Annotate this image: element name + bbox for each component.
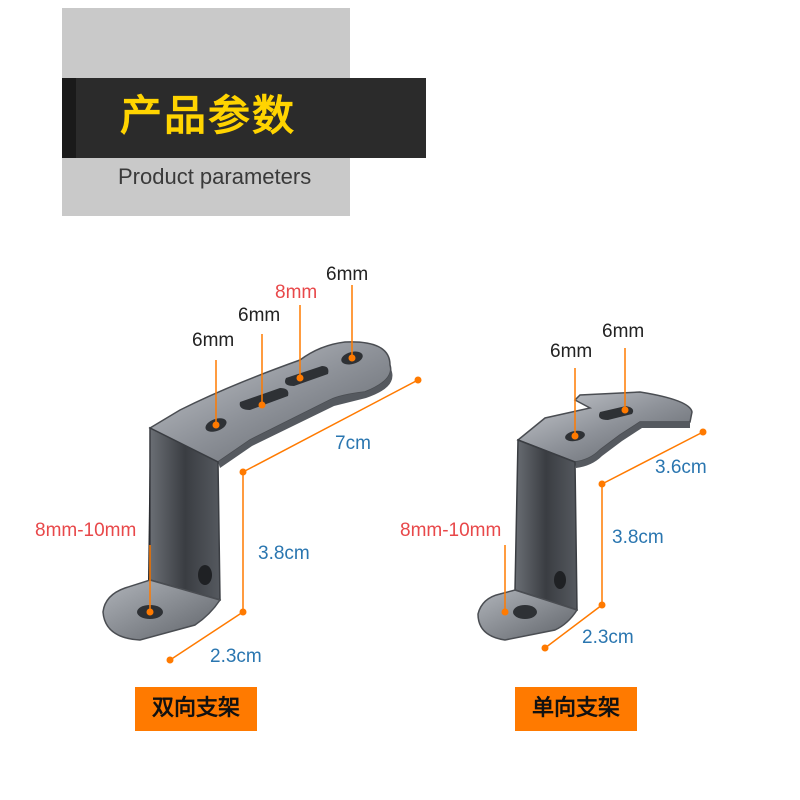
left-length-line [242,379,419,473]
left-foot-line [169,611,244,661]
header-title-bar [62,78,426,158]
left-hole2-label: 6mm [238,305,281,326]
right-hole1-label: 6mm [550,341,593,362]
left-height-label: 3.8cm [258,543,310,564]
right-foot-line [544,604,603,649]
page-subtitle: Product parameters [118,164,312,189]
left-hole3-label: 8mm [275,282,318,303]
left-hole4-label: 6mm [326,264,369,285]
single-bracket-caption: 单向支架 [515,687,637,731]
right-hole2-label: 6mm [602,321,645,342]
left-length-label: 7cm [335,433,371,454]
left-foot-label: 2.3cm [210,646,262,667]
left-foot-hole-label: 8mm-10mm [35,520,137,541]
right-length-label: 3.6cm [655,457,707,478]
header-stripe [62,78,76,158]
right-height-label: 3.8cm [612,527,664,548]
left-hole1-label: 6mm [192,330,235,351]
right-length-line [601,431,704,485]
dimension-lines [146,285,707,664]
double-bracket-caption: 双向支架 [135,687,257,731]
right-foot-hole-label: 8mm-10mm [400,520,502,541]
single-bracket-illustration [477,391,693,641]
right-foot-label: 2.3cm [582,627,634,648]
double-bracket-illustration [102,341,393,641]
page-title: 产品参数 [120,91,297,140]
